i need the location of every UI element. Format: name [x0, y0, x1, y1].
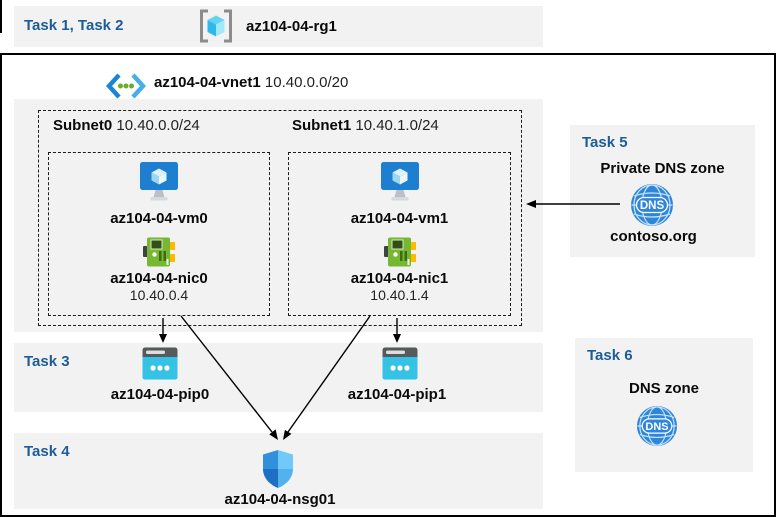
task5-panel: Task 5 Private DNS zone DNS contoso.org [570, 125, 755, 257]
border-artifact [0, 0, 2, 33]
private-dns-icon: DNS [630, 183, 674, 227]
nic0-icon [142, 235, 176, 269]
pip1-name: az104-04-pip1 [347, 386, 447, 403]
vnet-header: az104-04-vnet1 10.40.0.0/20 [154, 74, 348, 91]
subnet0-dashed-box [48, 152, 270, 316]
pip0-name: az104-04-pip0 [110, 386, 210, 403]
dns-zone-icon-text: DNS [645, 421, 668, 433]
nsg-name: az104-04-nsg01 [224, 491, 336, 508]
subnet1-label: Subnet1 10.40.1.0/24 [292, 117, 439, 134]
private-dns-zone-title: Private DNS zone [600, 160, 725, 177]
nic1-name: az104-04-nic1 [350, 270, 449, 287]
nsg-icon [262, 449, 294, 489]
task6-label: Task 6 [587, 347, 633, 364]
pip0-icon [142, 347, 178, 380]
subnets-backdrop [14, 99, 543, 332]
subnet1-content: az104-04-vm1 az104-04-nic1 10.40.1.4 [288, 152, 511, 303]
subnet0-cidr: 10.40.0.0/24 [116, 117, 200, 134]
nic0-name: az104-04-nic0 [110, 270, 208, 287]
vm1-name: az104-04-vm1 [350, 210, 449, 227]
task4-label: Task 4 [24, 443, 70, 460]
nic1-icon [383, 235, 417, 269]
private-dns-zone-name: contoso.org [610, 228, 697, 245]
subnet0-content: az104-04-vm0 az104-04-nic0 10.40.0.4 [48, 152, 270, 303]
vm0-icon [137, 160, 181, 204]
task12-label: Task 1, Task 2 [24, 17, 124, 34]
subnets-dashed-box [38, 110, 522, 326]
subnet1-cidr: 10.40.1.0/24 [355, 117, 439, 134]
private-dns-icon-text: DNS [640, 200, 665, 212]
vnet-outer-box [0, 53, 776, 517]
task6-panel: Task 6 DNS zone DNS [575, 338, 753, 472]
vm1-icon [378, 160, 422, 204]
vm0-name: az104-04-vm0 [110, 210, 208, 227]
resource-group-icon [198, 9, 234, 43]
nic0-ip: 10.40.0.4 [129, 287, 189, 303]
nic1-ip: 10.40.1.4 [370, 287, 429, 303]
dns-zone-icon: DNS [636, 405, 678, 447]
subnet0-label: Subnet0 10.40.0.0/24 [53, 117, 200, 134]
vnet-cidr: 10.40.0.0/20 [264, 74, 349, 91]
vnet-name: az104-04-vnet1 [154, 74, 261, 91]
task3-label: Task 3 [24, 353, 70, 370]
dns-zone-title: DNS zone [628, 380, 699, 397]
task5-label: Task 5 [582, 134, 628, 151]
task4-band: Task 4 az104-04-nsg01 [14, 433, 543, 509]
task3-band: Task 3 az104-04-pip0 az104-04-pip1 [14, 343, 543, 412]
task12-band: Task 1, Task 2 [14, 6, 543, 47]
subnet1-name: Subnet1 [292, 117, 352, 134]
subnet1-dashed-box [288, 152, 511, 316]
resource-group-name: az104-04-rg1 [246, 18, 337, 35]
subnet0-name: Subnet0 [53, 117, 113, 134]
pip1-icon [382, 347, 418, 380]
virtual-network-icon [106, 72, 146, 100]
